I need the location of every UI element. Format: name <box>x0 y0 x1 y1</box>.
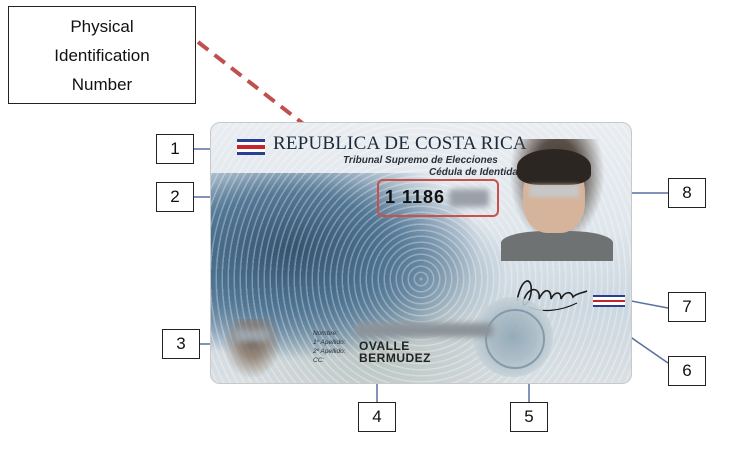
callout-8: 8 <box>668 178 706 208</box>
name-redaction <box>355 323 493 337</box>
title-line-1: Physical <box>70 16 134 36</box>
field-labels: Nombre: 1º Apellido: 2º Apellido: CC: <box>313 330 346 364</box>
id-card: REPUBLICA DE COSTA RICA Tribunal Supremo… <box>210 122 632 384</box>
id-number-redaction <box>449 189 489 207</box>
callout-7: 7 <box>668 292 706 322</box>
agency-name: Tribunal Supremo de Elecciones <box>343 155 498 166</box>
document-type: Cédula de Identidad <box>429 167 525 178</box>
first-surname: OVALLE <box>359 339 410 353</box>
callout-2: 2 <box>156 182 194 212</box>
costa-rica-flag-icon <box>237 139 265 155</box>
eyes-redaction <box>529 185 579 197</box>
holder-photo <box>501 139 613 261</box>
second-surname: BERMUDEZ <box>359 351 431 365</box>
callout-7-line <box>625 299 669 309</box>
coat-of-arms-seal-icon <box>473 297 553 377</box>
callout-5: 5 <box>510 402 548 432</box>
ghost-image <box>223 319 281 379</box>
callout-4: 4 <box>358 402 396 432</box>
side-flag-icon <box>593 295 625 307</box>
callout-6: 6 <box>668 356 706 386</box>
callout-3: 3 <box>162 329 200 359</box>
physical-identification-number-label: Physical Identification Number <box>8 6 196 104</box>
title-line-3: Number <box>71 74 133 94</box>
country-name: REPUBLICA DE COSTA RICA <box>273 133 527 154</box>
id-number: 1 1186 <box>385 187 446 207</box>
title-line-2: Identification <box>54 45 150 65</box>
id-number-highlight: 1 1186 <box>377 179 499 217</box>
callout-1: 1 <box>156 134 194 164</box>
